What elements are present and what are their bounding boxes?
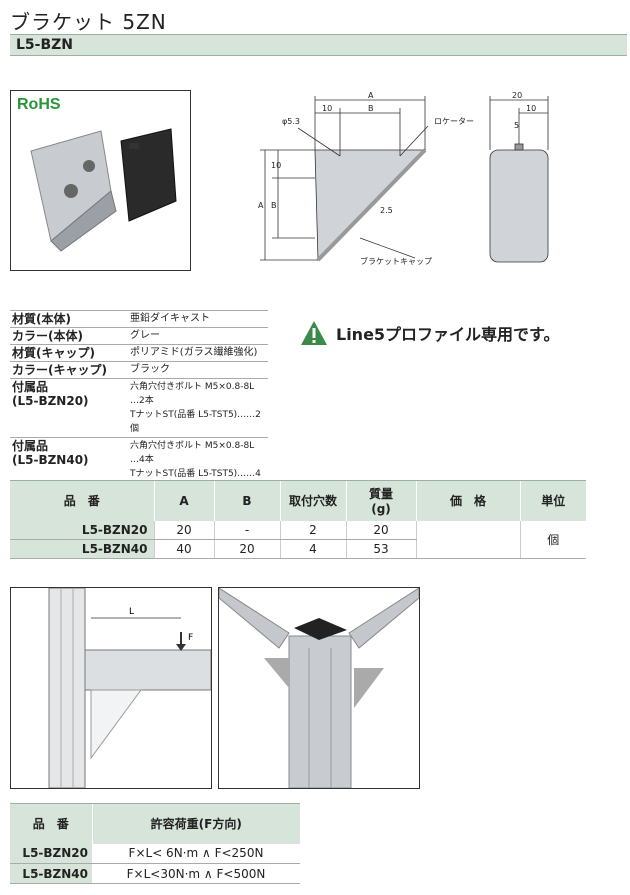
cell-unit: 個 — [519, 520, 586, 559]
spec-key: カラー(キャップ) — [10, 361, 128, 379]
profile-assembly-illustration — [218, 587, 420, 789]
dim-a-vertical-label: A — [258, 201, 264, 210]
spec-row: 材質(本体) 亜鉛ダイキャスト — [10, 310, 268, 328]
dim-25-label: 2.5 — [380, 206, 393, 215]
spec-row: 材質(キャップ) ポリアミド(ガラス繊維強化) — [10, 344, 268, 362]
load-table: 品 番 許容荷重(F方向) L5-BZN20 F×L< 6N·m ∧ F<250… — [10, 803, 300, 884]
usage-note-text: Line5プロファイル専用です。 — [336, 325, 560, 344]
part-number: L5-BZN40 — [10, 539, 154, 559]
load-diagram-svg: L F — [48, 587, 212, 789]
load-value: F×L<30N·m ∧ F<500N — [92, 863, 300, 884]
dim-10-side-label: 10 — [526, 104, 536, 113]
dim-b-vertical-label: B — [271, 201, 277, 210]
dim-5-label: 5 — [514, 121, 519, 130]
cell-a: 40 — [153, 539, 214, 559]
profile-assembly-photo — [218, 587, 420, 789]
header-b: B — [213, 480, 280, 521]
product-table: 品 番 A B 取付穴数 質量 (g) 価 格 単位 L5-BZN20 20 -… — [10, 480, 586, 559]
load-header-part-number: 品 番 — [10, 803, 92, 844]
table-row: L5-BZN20 F×L< 6N·m ∧ F<250N — [10, 843, 300, 864]
cell-b: - — [213, 520, 280, 540]
spec-value-line: 六角穴付きボルト M5×0.8-8L …2本 — [130, 382, 255, 406]
cell-holes: 2 — [279, 520, 346, 540]
spec-table: 材質(本体) 亜鉛ダイキャスト カラー(本体) グレー 材質(キャップ) ポリア… — [10, 310, 268, 497]
part-number: L5-BZN20 — [10, 520, 154, 540]
product-code: L5-BZN — [16, 37, 74, 53]
usage-note: Line5プロファイル専用です。 — [300, 320, 559, 346]
spec-value: グレー — [128, 327, 268, 345]
cell-holes: 4 — [279, 539, 346, 559]
spec-value: ポリアミド(ガラス繊維強化) — [128, 344, 268, 362]
locator-label: ロケーター — [434, 117, 474, 126]
spec-row: カラー(本体) グレー — [10, 327, 268, 345]
spec-key: 材質(本体) — [10, 310, 128, 328]
table-row: L5-BZN40 F×L<30N·m ∧ F<500N — [10, 863, 300, 884]
load-value: F×L< 6N·m ∧ F<250N — [92, 843, 300, 864]
product-photo: RoHS — [10, 90, 191, 271]
product-code-bar: L5-BZN — [10, 34, 627, 56]
rohs-logo: RoHS — [17, 96, 61, 113]
spec-key: 材質(キャップ) — [10, 344, 128, 362]
header-a: A — [153, 480, 214, 521]
load-table-header: 品 番 許容荷重(F方向) — [10, 803, 300, 844]
load-f-label: F — [188, 633, 193, 643]
load-l-label: L — [129, 607, 134, 617]
spec-key-line: 付属品 — [12, 439, 49, 453]
dim-10-top-label: 10 — [322, 104, 332, 113]
cell-b: 20 — [213, 539, 280, 559]
part-number: L5-BZN20 — [10, 843, 92, 864]
header-price: 価 格 — [415, 480, 520, 521]
product-table-header: 品 番 A B 取付穴数 質量 (g) 価 格 単位 — [10, 480, 586, 521]
spec-value-line: 六角穴付きボルト M5×0.8-8L …4本 — [130, 441, 255, 465]
spec-value: 亜鉛ダイキャスト — [128, 310, 268, 328]
dim-phi-label: φ5.3 — [282, 117, 300, 126]
dim-b-label: B — [368, 104, 374, 113]
cell-a: 20 — [153, 520, 214, 540]
cell-price — [415, 520, 520, 559]
header-holes: 取付穴数 — [279, 480, 346, 521]
cell-mass: 53 — [345, 539, 416, 559]
dim-a-label: A — [368, 91, 374, 100]
spec-key-line: 付属品 — [12, 380, 49, 394]
table-row: L5-BZN40 40 20 4 53 — [10, 539, 586, 559]
dim-10-left-label: 10 — [271, 161, 281, 170]
bracket-photo-illustration — [30, 128, 177, 252]
part-number: L5-BZN40 — [10, 863, 92, 884]
cell-mass: 20 — [345, 520, 416, 540]
table-row: L5-BZN20 20 - 2 20 個 — [10, 520, 586, 559]
spec-key: 付属品 (L5-BZN20) — [10, 378, 128, 438]
warning-icon — [301, 321, 327, 345]
spec-value: 六角穴付きボルト M5×0.8-8L …2本 TナットST(品番 L5-TST5… — [128, 378, 268, 438]
cap-label: ブラケットキャップ — [360, 256, 432, 266]
spec-row: カラー(キャップ) ブラック — [10, 361, 268, 379]
header-mass-unit: (g) — [371, 502, 391, 517]
dim-20-label: 20 — [512, 91, 522, 100]
spec-key-line: (L5-BZN40) — [12, 453, 89, 467]
header-unit: 単位 — [519, 480, 586, 521]
spec-value-line: TナットST(品番 L5-TST5)……2個 — [130, 410, 261, 434]
load-diagram: L F — [10, 587, 212, 789]
spec-key-line: (L5-BZN20) — [12, 394, 89, 408]
spec-value: ブラック — [128, 361, 268, 379]
load-header-allowable: 許容荷重(F方向) — [91, 803, 300, 844]
header-part-number: 品 番 — [10, 480, 154, 521]
header-mass: 質量 (g) — [345, 480, 416, 521]
page-title: ブラケット 5ZN — [10, 10, 167, 34]
header-mass-line: 質量 — [368, 487, 393, 502]
spec-row: 付属品 (L5-BZN20) 六角穴付きボルト M5×0.8-8L …2本 Tナ… — [10, 378, 268, 438]
spec-key: カラー(本体) — [10, 327, 128, 345]
dimension-drawing: A B 10 φ5.3 ロケーター A B 10 2.5 ブラケットキャップ 2… — [258, 91, 549, 266]
